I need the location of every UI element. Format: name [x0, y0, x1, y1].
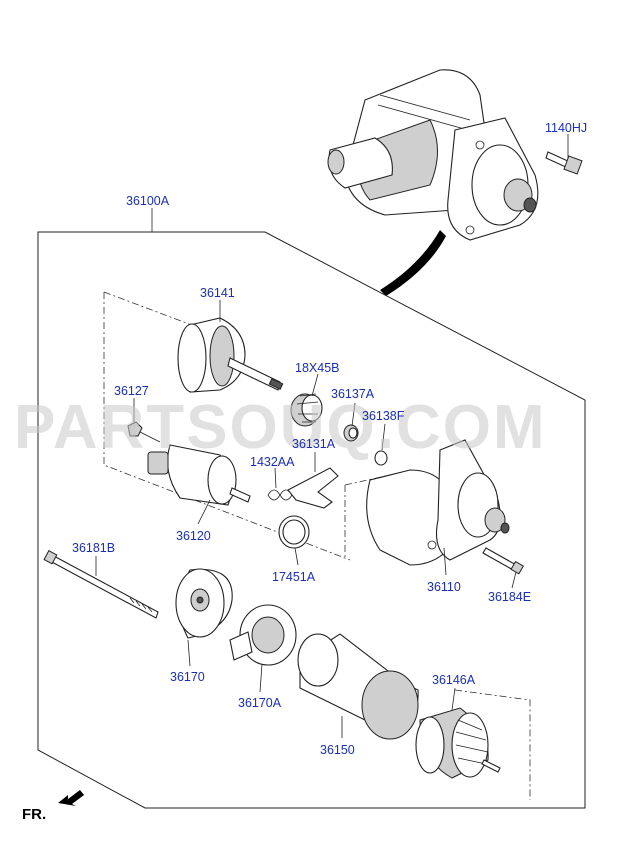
- label-1432AA[interactable]: 1432AA: [250, 455, 295, 469]
- part-36141-illustration: [177, 317, 284, 393]
- part-36170A-illustration: [229, 604, 297, 666]
- label-36150[interactable]: 36150: [320, 743, 355, 757]
- front-direction-arrow-icon: [58, 790, 84, 806]
- assembly-arrow: [380, 230, 446, 296]
- label-36141[interactable]: 36141: [200, 286, 235, 300]
- part-36146A-illustration: [415, 707, 501, 779]
- part-36181B-illustration: [43, 550, 159, 619]
- part-36150-illustration: [297, 633, 419, 740]
- label-36181B[interactable]: 36181B: [72, 541, 115, 555]
- label-17451A[interactable]: 17451A: [272, 570, 316, 584]
- starter-assembly-illustration: [327, 69, 539, 241]
- part-36110-illustration: [366, 439, 510, 566]
- part-36184E-illustration: [482, 547, 525, 575]
- label-36110[interactable]: 36110: [427, 580, 461, 594]
- label-36170[interactable]: 36170: [170, 670, 205, 684]
- label-18X45B[interactable]: 18X45B: [295, 361, 339, 375]
- bolt-1140HJ-illustration: [545, 151, 583, 175]
- part-17451A-illustration: [278, 515, 310, 549]
- label-36184E[interactable]: 36184E: [488, 590, 531, 604]
- part-1432AA-illustration: [267, 489, 293, 501]
- label-36120[interactable]: 36120: [176, 529, 211, 543]
- label-36170A[interactable]: 36170A: [238, 696, 282, 710]
- subassembly-dashed-outline: [103, 292, 351, 561]
- label-36146A[interactable]: 36146A: [432, 673, 476, 687]
- part-36170-illustration: [175, 568, 233, 639]
- label-36100A[interactable]: 36100A: [126, 194, 170, 208]
- part-36127-illustration: [127, 421, 161, 443]
- direction-label: FR.: [22, 806, 46, 823]
- watermark-text: PARTSOUQ.COM: [14, 393, 547, 462]
- leader-lines: [95, 134, 569, 738]
- part-36138F-illustration: [374, 450, 388, 466]
- part-36137A-illustration: [343, 424, 359, 442]
- label-1140HJ[interactable]: 1140HJ: [545, 121, 587, 135]
- part-36120-illustration: [147, 444, 251, 506]
- label-36138F[interactable]: 36138F: [362, 409, 405, 423]
- part-36131A-illustration: [287, 467, 339, 509]
- label-36137A[interactable]: 36137A: [331, 387, 375, 401]
- label-36127[interactable]: 36127: [114, 384, 149, 398]
- kit-outline-box: [37, 231, 586, 809]
- label-36131A[interactable]: 36131A: [292, 437, 336, 451]
